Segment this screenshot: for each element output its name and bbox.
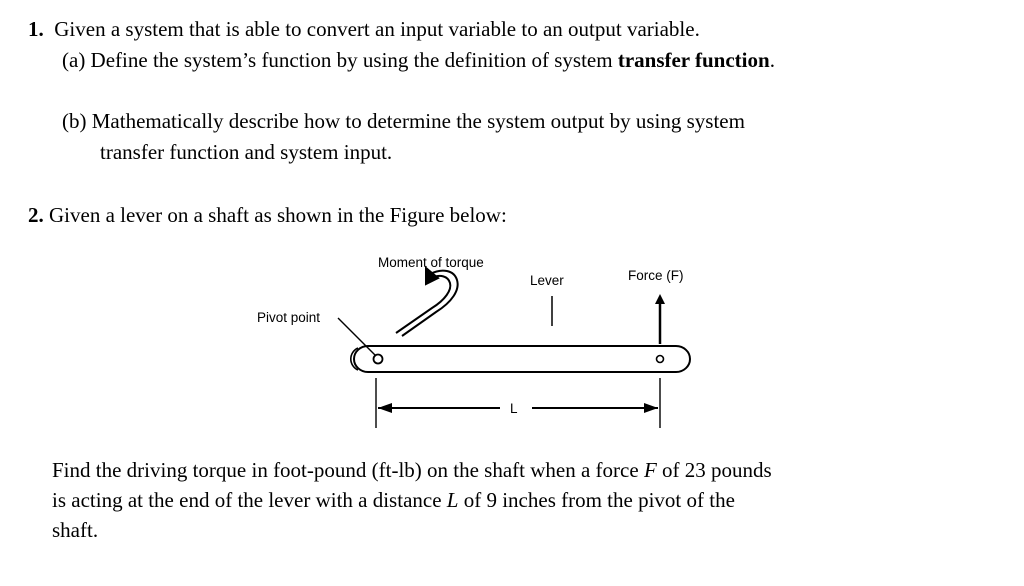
dimension-l [375, 378, 661, 428]
pivot-leader [337, 317, 377, 357]
q2-find-line2: is acting at the end of the lever with a… [52, 488, 735, 513]
q2-find-line3: shaft. [52, 518, 99, 542]
q1-part-b-line1: (b) Mathematically describe how to deter… [62, 109, 745, 133]
q1-part-b-line2: transfer function and system input. [100, 140, 393, 164]
q1-stem-line: 1. Given a system that is able to conver… [28, 17, 700, 42]
q2-stem: Given a lever on a shaft as shown in the… [49, 203, 507, 227]
q1-a-term: transfer function [617, 48, 770, 72]
q1-stem: Given a system that is able to convert a… [54, 17, 700, 41]
end-hole [655, 354, 665, 364]
q2-stem-line: 2. Given a lever on a shaft as shown in … [28, 203, 507, 228]
find-text-1b: of 23 pounds [656, 458, 772, 482]
q2-find-line1: Find the driving torque in foot-pound (f… [52, 458, 772, 483]
lever-figure: Moment of torque Lever Force (F) Pivot p… [257, 255, 691, 428]
moment-label: Moment of torque [378, 255, 484, 270]
force-arrow [655, 294, 665, 344]
length-variable: L [446, 488, 459, 512]
lever-label: Lever [530, 273, 564, 288]
q2-number: 2. [28, 203, 44, 227]
find-text-2a: is acting at the end of the lever with a… [52, 488, 447, 512]
moment-arrow [395, 265, 459, 337]
pivot-hole [372, 353, 384, 365]
pivot-label: Pivot point [257, 310, 320, 325]
lever-body [353, 345, 691, 373]
find-text-1a: Find the driving torque in foot-pound (f… [52, 458, 644, 482]
force-label: Force (F) [628, 268, 684, 283]
q1-a-text: (a) Define the system’s function by usin… [62, 48, 618, 72]
force-variable: F [643, 458, 657, 482]
length-label: L [510, 401, 518, 416]
find-text-2b: of 9 inches from the pivot of the [458, 488, 735, 512]
q1-part-a: (a) Define the system’s function by usin… [62, 48, 775, 73]
q1-number: 1. [28, 17, 44, 41]
q1-a-suffix: . [769, 48, 775, 72]
